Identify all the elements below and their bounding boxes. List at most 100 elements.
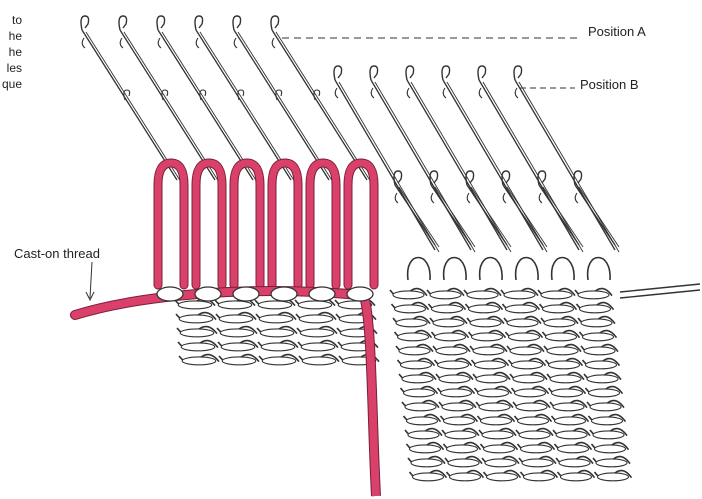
stitch (402, 375, 433, 383)
stitch (510, 347, 541, 355)
stitch (403, 389, 434, 397)
position-b-label: Position B (580, 77, 639, 92)
needle-lower-hook (466, 171, 511, 247)
needle-loop (552, 258, 574, 281)
stitch (449, 473, 480, 481)
stitch (482, 431, 513, 439)
stitch (584, 347, 615, 355)
stitch (397, 333, 428, 341)
stitch (406, 417, 437, 425)
stitch (505, 305, 536, 313)
stitch (468, 305, 499, 313)
stitch (222, 357, 256, 365)
stitch (548, 361, 579, 369)
needle-lower-hook (502, 171, 547, 247)
needle-loop (444, 258, 466, 281)
knitted-fabric-left (175, 299, 379, 365)
stitch (593, 431, 624, 439)
stitch (557, 445, 588, 453)
stitch (399, 347, 430, 355)
stitch (394, 305, 425, 313)
stitch (511, 361, 542, 369)
stitch (411, 459, 442, 467)
stitch (400, 361, 431, 369)
stitch (393, 291, 424, 299)
stitch (439, 375, 470, 383)
stitch (448, 459, 479, 467)
stitch (473, 347, 504, 355)
stitch (597, 473, 628, 481)
crossing-stitch (347, 287, 373, 301)
stitch (179, 315, 213, 323)
stitch (507, 319, 538, 327)
stitch (409, 445, 440, 453)
stitch (258, 301, 292, 309)
stitch (486, 473, 517, 481)
needle-lower-hook (538, 171, 583, 247)
stitch (480, 417, 511, 425)
red-loop-outline (196, 163, 222, 285)
stitch (513, 375, 544, 383)
stitch (541, 291, 572, 299)
stitch (588, 389, 619, 397)
needle-latch (162, 90, 168, 100)
stitch (437, 361, 468, 369)
stitch (550, 375, 581, 383)
stitch (260, 329, 294, 337)
needles-position-a (81, 16, 371, 182)
needle-latch (276, 90, 282, 100)
needle-position-a (271, 16, 371, 182)
needle-loop (480, 258, 502, 281)
cast-on-thread-label: Cast-on thread (14, 246, 100, 261)
stitch (302, 357, 336, 365)
stitch (180, 329, 214, 337)
stitch (594, 445, 625, 453)
stitch (178, 301, 212, 309)
stitch (443, 417, 474, 425)
stitch (545, 333, 576, 341)
stitch (585, 361, 616, 369)
stitch (301, 343, 335, 351)
stitch (523, 473, 554, 481)
needle-latch (200, 90, 206, 100)
stitch (405, 403, 436, 411)
stitch (514, 389, 545, 397)
stitch (578, 291, 609, 299)
crossing-stitch (157, 287, 183, 301)
stitch (483, 445, 514, 453)
stitch (544, 319, 575, 327)
crossing-stitch (271, 287, 297, 301)
needle-latch (314, 90, 320, 100)
stitch (300, 329, 334, 337)
crossing-stitch (309, 287, 335, 301)
stitch (547, 347, 578, 355)
stitch (520, 445, 551, 453)
stitch (181, 343, 215, 351)
stitch (560, 473, 591, 481)
stitch (471, 333, 502, 341)
stitch (587, 375, 618, 383)
stitch (474, 361, 505, 369)
stitch (508, 333, 539, 341)
stitch (436, 347, 467, 355)
knitted-fabric-right (390, 258, 700, 481)
needle-lower-hook (394, 171, 439, 247)
stitch (446, 445, 477, 453)
stitch (476, 375, 507, 383)
position-a-label: Position A (588, 24, 646, 39)
needle-loop (588, 258, 610, 281)
stitch (433, 319, 464, 327)
stitch (519, 431, 550, 439)
crossing-stitch (195, 287, 221, 301)
stitch (299, 315, 333, 323)
stitch (467, 291, 498, 299)
stitch (559, 459, 590, 467)
stitch (220, 329, 254, 337)
cast-on-arrow (90, 262, 92, 298)
stitch (430, 291, 461, 299)
stitch (485, 459, 516, 467)
stitch (440, 389, 471, 397)
stitch (412, 473, 443, 481)
stitch (219, 315, 253, 323)
